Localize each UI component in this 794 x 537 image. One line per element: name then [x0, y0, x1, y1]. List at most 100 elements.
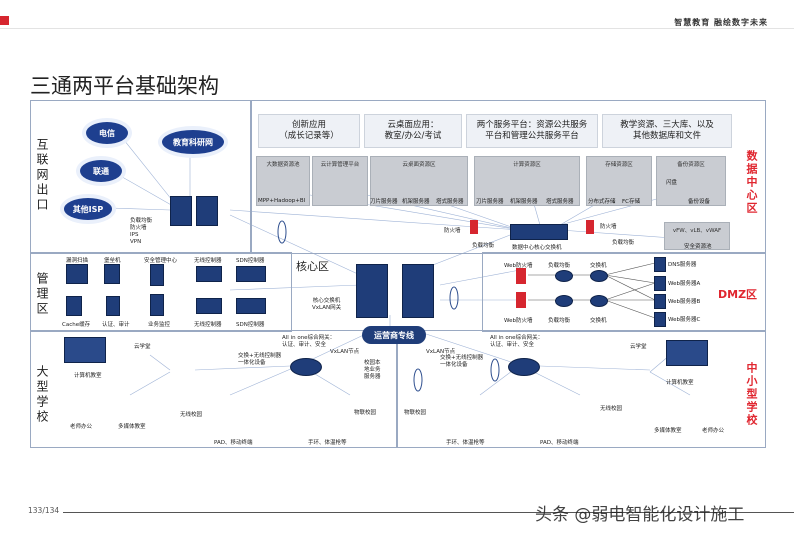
dmz-web-a-icon [654, 276, 666, 291]
cloud-cernet: 教育科研网 [162, 130, 224, 154]
datacenter-zone-label: 数据中心区 [745, 150, 758, 215]
ss-cloud-classroom: 云学堂 [630, 344, 647, 350]
ss-switch-icon [508, 358, 540, 376]
mgmt-device-4 [196, 266, 222, 282]
internet-security-label: 负载均衡 防火墙 IPS VPN [130, 218, 153, 246]
storage-pool: 存储资源区 [586, 156, 652, 206]
page-title: 三通两平台基础架构 [30, 74, 219, 98]
storage-item-fc: FC存储 [622, 199, 641, 205]
brand-mark [0, 16, 9, 25]
dmz-switch-label: 交换机 [590, 263, 607, 269]
ls-wireless-campus: 无线校园 [180, 412, 203, 418]
cloud-telecom: 电信 [86, 122, 128, 144]
cloud-mgmt-pool-title: 云计算管理平台 [320, 162, 360, 168]
dc-firewall-label: 防火墙 [444, 228, 461, 234]
ls-wearables: 手环、体温枪等 [308, 440, 347, 446]
ls-multimedia-room: 多媒体教室 [118, 424, 146, 430]
dmz-switch-label-2: 交换机 [590, 318, 607, 324]
management-zone [30, 252, 292, 332]
mgmt-cache: Cache缓存 [62, 322, 91, 328]
ls-teacher-office: 老师办公 [70, 424, 93, 430]
ls-computer-cluster [64, 337, 106, 363]
compute-item-tower: 塔式服务器 [546, 199, 574, 205]
core-zone-label: 核心区 [296, 260, 329, 273]
mgmt-biz-monitor: 业务监控 [148, 322, 171, 328]
desktop-pool-title: 云桌面资源区 [402, 162, 436, 168]
mgmt-device-6 [66, 296, 82, 316]
bigdata-pool-sub: MPP+Hadoop+BI [258, 198, 306, 204]
dmz-switch-icon-1 [590, 270, 608, 282]
core-switch-label: 核心交换机 VxLAN网关 [312, 298, 342, 312]
app-resource-db-box: 教学资源、三大库、以及 其他数据库和文件 [602, 114, 732, 148]
mgmt-device-5 [236, 266, 266, 282]
backup-item-flash: 闪盘 [666, 180, 678, 186]
compute-item-rack: 机架服务器 [510, 199, 538, 205]
dmz-lb-label: 负载均衡 [548, 263, 571, 269]
ss-computer-room: 计算机教室 [666, 380, 694, 386]
dc-core-switch-icon [510, 224, 568, 240]
ls-aio-gateway: All in one综合网关： 认证、审计、安全 [282, 335, 336, 349]
ls-switch-ctrl: 交换+无线控制器 一体化设备 [238, 353, 282, 367]
desktop-item-blade: 刀片服务器 [370, 199, 398, 205]
dc-lb-label: 负载均衡 [472, 243, 495, 249]
dmz-web-b-icon [654, 294, 666, 309]
operator-line: 运营商专线 [362, 326, 426, 344]
internet-lb-rack [196, 196, 218, 226]
small-school-label: 中小型学校 [745, 362, 758, 427]
management-zone-label: 管理区 [35, 272, 49, 317]
ls-pad: PAD、移动终端 [214, 440, 253, 446]
ss-wireless-campus: 无线校园 [600, 406, 623, 412]
ls-vxlan-node: VxLAN节点 [330, 349, 360, 355]
app-cloud-desktop-box: 云桌面应用： 教室/办公/考试 [364, 114, 462, 148]
security-pool-sub: vFW、vLB、vWAF [672, 228, 722, 234]
internet-firewall-rack [170, 196, 192, 226]
mgmt-auth-audit: 认证、审计 [102, 322, 130, 328]
dmz-waf-label-2: Web防火墙 [504, 318, 533, 324]
compute-pool-title: 计算资源区 [513, 162, 541, 168]
bigdata-pool: 大数据资源池 [256, 156, 310, 206]
mgmt-device-8 [150, 294, 164, 316]
core-switch-right [402, 264, 434, 318]
internet-zone [30, 100, 252, 254]
dmz-dns-server-icon [654, 257, 666, 272]
mgmt-wireless-ctrl-2: 无线控制器 [194, 322, 222, 328]
dmz-lb-icon-1 [555, 270, 573, 282]
mgmt-device-3 [150, 264, 164, 286]
compute-pool: 计算资源区 [474, 156, 580, 206]
dmz-web-b: Web服务器B [668, 299, 701, 305]
dmz-web-c: Web服务器C [668, 317, 701, 323]
dmz-zone-label: DMZ区 [718, 288, 758, 301]
ss-vxlan-node: VxLAN节点 [426, 349, 456, 355]
footer-divider [30, 512, 794, 513]
ls-switch-icon [290, 358, 322, 376]
ls-cloud-classroom: 云学堂 [134, 344, 151, 350]
dc-firewall-icon [470, 220, 478, 234]
security-pool: vFW、vLB、vWAF [664, 222, 730, 250]
dc-firewall-right-icon [586, 220, 594, 234]
mgmt-bastion: 堡垒机 [104, 258, 121, 264]
watermark: 头条 @弱电智能化设计施工 [535, 505, 745, 525]
ss-aio-gateway: All in one综合网关： 认证、审计、安全 [490, 335, 544, 349]
dmz-lb-icon-2 [555, 295, 573, 307]
ss-iot-campus: 物联校园 [404, 410, 427, 416]
ls-iot-campus: 物联校园 [354, 410, 377, 416]
mgmt-device-1 [66, 264, 88, 284]
ls-computer-room: 计算机教室 [74, 373, 102, 379]
app-service-platform-box: 两个服务平台：资源公共服务 平台和管理公共服务平台 [466, 114, 598, 148]
ss-teacher-office: 老师办公 [702, 428, 725, 434]
storage-pool-title: 存储资源区 [605, 162, 633, 168]
desktop-item-rack: 机架服务器 [402, 199, 430, 205]
compute-item-blade: 刀片服务器 [476, 199, 504, 205]
ss-multimedia-room: 多媒体教室 [654, 428, 682, 434]
dc-firewall-right-label: 防火墙 [600, 224, 617, 230]
mgmt-device-7 [106, 296, 120, 316]
backup-pool-title: 备份资源区 [677, 162, 705, 168]
internet-zone-label: 互联网出口 [35, 138, 49, 213]
backup-item-device: 备份设备 [688, 199, 711, 205]
page-number: 133/134 [28, 506, 64, 515]
large-school-zone [30, 330, 398, 448]
desktop-item-tower: 塔式服务器 [436, 199, 464, 205]
dmz-waf-label: Web防火墙 [504, 263, 533, 269]
brand-slogan: 智慧教育 融绘数字未来 [674, 18, 768, 27]
mgmt-wireless-ctrl: 无线控制器 [194, 258, 222, 264]
